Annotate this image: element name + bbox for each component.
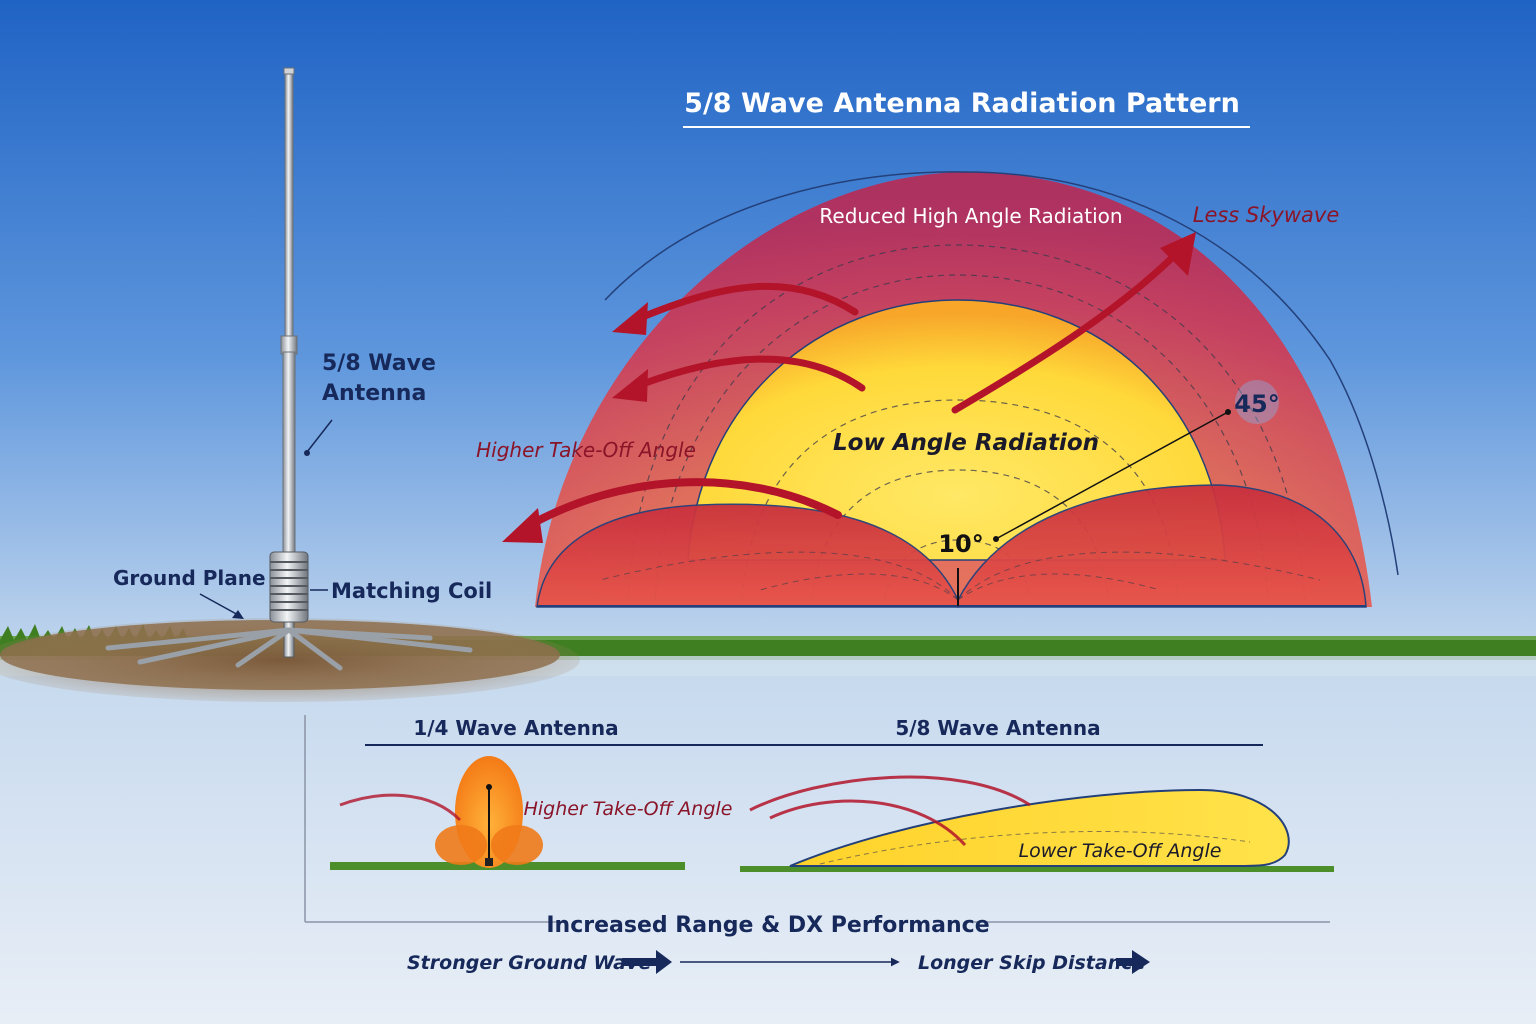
- soil-fade: [0, 618, 580, 702]
- ground-plane-label: Ground Plane: [113, 566, 266, 590]
- benefit-left-arrow: [622, 950, 672, 974]
- ground-plane-leader: [199, 593, 241, 617]
- summary-label: Increased Range & DX Performance: [546, 913, 989, 938]
- reduced-high-angle-label: Reduced High Angle Radiation: [819, 204, 1122, 228]
- arrow-low-left: [526, 478, 842, 529]
- angle-10-marker: [993, 536, 999, 542]
- five-eighth-note: Lower Take-Off Angle: [1019, 840, 1222, 862]
- page-title: 5/8 Wave Antenna Radiation Pattern: [684, 88, 1240, 119]
- quarter-wave-pattern: [330, 756, 685, 870]
- arrow-top-left: [636, 282, 859, 322]
- antenna-label-line2: Antenna: [322, 381, 426, 406]
- angle-45-line: [993, 411, 1229, 541]
- angle-45-label: 45°: [1234, 390, 1279, 418]
- side-lobe-dashes: [599, 551, 1321, 601]
- quarter-wave-title: 1/4 Wave Antenna: [413, 716, 618, 740]
- antenna: [105, 67, 473, 671]
- five-eighth-pattern: [740, 775, 1334, 872]
- less-skywave-label: Less Skywave: [1193, 203, 1340, 227]
- low-angle-radiation-label: Low Angle Radiation: [833, 430, 1099, 456]
- angle-10-label: 10°: [938, 530, 983, 558]
- right-side-lobe: [957, 484, 1367, 608]
- antenna-label-line1: 5/8 Wave: [322, 351, 436, 376]
- left-side-lobe: [536, 503, 959, 608]
- ground-radials: [105, 627, 473, 671]
- benefit-left-label: Stronger Ground Wave: [407, 952, 651, 974]
- antenna-label-dot: [304, 450, 310, 456]
- five-eighth-title: 5/8 Wave Antenna: [895, 716, 1100, 740]
- angle-45-marker: [1225, 409, 1231, 415]
- matching-coil: [269, 551, 309, 623]
- arrow-skywave: [951, 246, 1184, 414]
- comparison-panel: 1/4 Wave Antenna 5/8 Wave Antenna Higher…: [304, 715, 1334, 974]
- ground-plane-leader-head: [232, 610, 244, 619]
- red-arrows: [526, 246, 1184, 529]
- antenna-lower-mast: [282, 351, 296, 553]
- outer-envelope-line: [604, 171, 1399, 576]
- quarter-wave-note: Higher Take-Off Angle: [524, 798, 733, 820]
- antenna-top-whip: [284, 69, 294, 341]
- red-arrowheads: [502, 232, 1196, 543]
- benefit-right-label: Longer Skip Distance: [918, 952, 1145, 974]
- matching-coil-label: Matching Coil: [331, 579, 492, 603]
- angle-45-glow: [1235, 380, 1279, 424]
- benefit-right-arrow: [1116, 950, 1150, 974]
- arrow-mid-left: [636, 355, 866, 392]
- antenna-joint: [280, 335, 298, 355]
- antenna-label-leader: [306, 419, 333, 453]
- higher-takeoff-label: Higher Take-Off Angle: [476, 438, 696, 462]
